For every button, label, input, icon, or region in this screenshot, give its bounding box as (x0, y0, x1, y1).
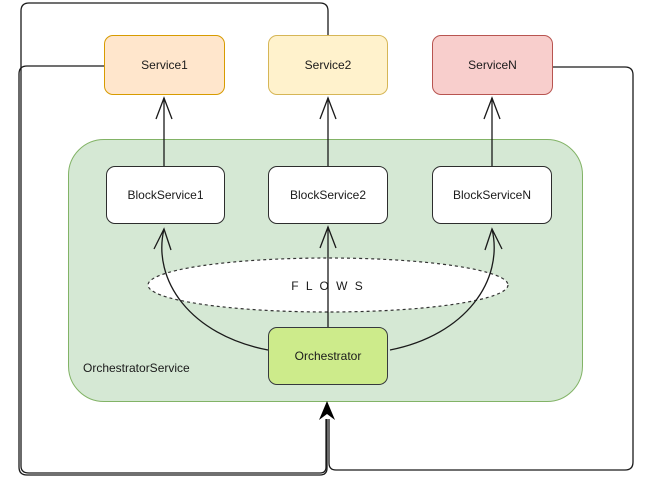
orchestrator-node: Orchestrator (268, 327, 388, 385)
service2-node: Service2 (268, 35, 388, 95)
orchestrator-service-label: OrchestratorService (83, 361, 190, 375)
blockservice1-node: BlockService1 (106, 166, 225, 224)
blockservicen-node: BlockServiceN (432, 166, 552, 224)
servicen-node: ServiceN (432, 35, 553, 95)
service1-node: Service1 (104, 35, 225, 95)
arrowhead-into-orchestrator-service (319, 401, 335, 420)
blockservice2-node: BlockService2 (268, 166, 388, 224)
flows-label: F L O W S (291, 279, 365, 293)
